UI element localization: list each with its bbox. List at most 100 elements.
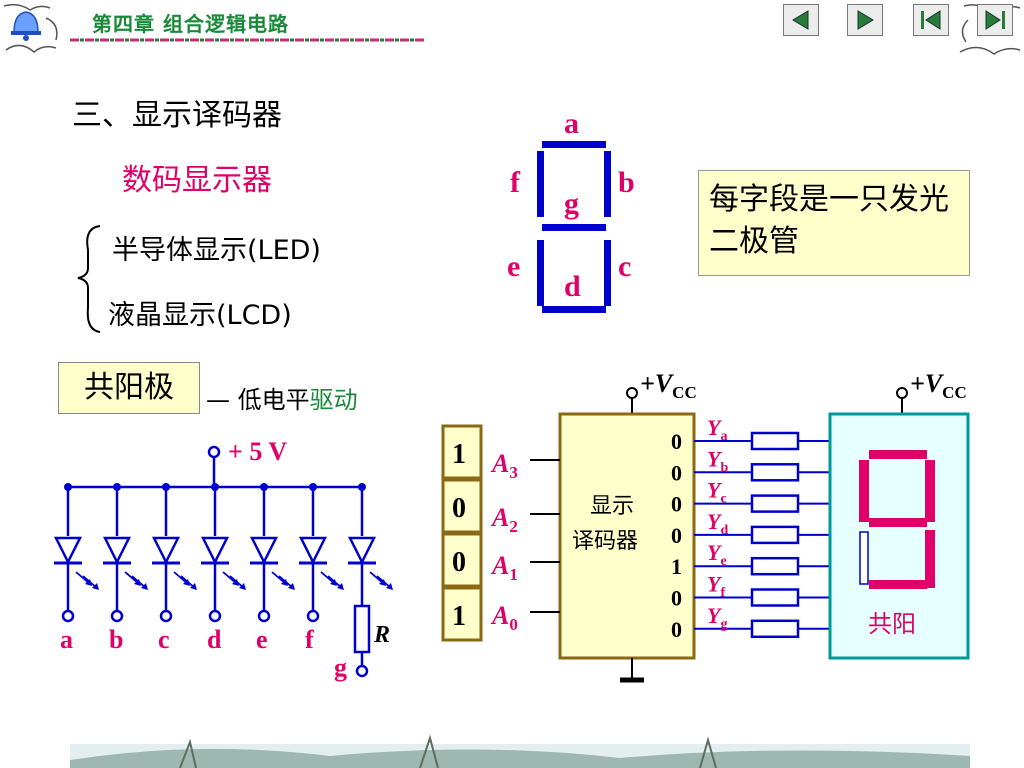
drive-description: — 低电平驱动 — [206, 380, 358, 415]
drive-dash: — — [206, 386, 230, 414]
first-slide-button[interactable] — [913, 4, 949, 36]
drive-word: 驱动 — [309, 386, 358, 414]
resistor-label: R — [373, 622, 390, 648]
common-anode-circuit — [68, 445, 362, 489]
led-diode: b — [102, 483, 148, 654]
display-seg-b — [925, 460, 935, 522]
decoder-output: 0 Yb — [671, 446, 830, 485]
supply-terminal — [207, 445, 221, 459]
display-common-label: 共阳 — [868, 610, 916, 638]
display-seg-d — [869, 580, 927, 589]
decoder-output-label: Yb — [707, 446, 728, 475]
decoder-input-label: A3 — [490, 449, 518, 482]
decoder-output-label: Yc — [707, 478, 727, 507]
output-resistor — [750, 525, 800, 545]
segment-b — [604, 151, 611, 217]
decoder-output-label: Ya — [707, 415, 727, 444]
decoder-name-line1: 显示 — [590, 494, 634, 519]
output-label: f — [305, 625, 314, 654]
led-columns: a b c d e f — [53, 483, 393, 678]
decoder-output: 0 Yg — [671, 603, 830, 642]
decoder-output-label: Ye — [707, 540, 727, 569]
input-bit-value: 0 — [452, 547, 466, 578]
output-resistor — [750, 588, 800, 607]
output-label: c — [158, 625, 170, 654]
decoder-output: 0 Ya — [671, 415, 830, 454]
display-seg-a — [869, 450, 927, 459]
decoder-input: A3 — [490, 449, 560, 482]
output-label: a — [60, 625, 73, 654]
segment-d — [542, 306, 606, 313]
lcd-type-label: 液晶显示(LCD) — [108, 300, 292, 331]
led-diode: a — [53, 483, 99, 654]
led-diode: c — [151, 483, 197, 654]
supply-label: + 5 V — [228, 437, 287, 466]
decoder-input-label: A2 — [490, 503, 518, 536]
decoder-input: A2 — [490, 503, 560, 536]
next-slide-button[interactable] — [847, 4, 883, 36]
prev-slide-button[interactable] — [783, 4, 819, 36]
output-label: b — [109, 625, 123, 654]
decoder-output-label: Yg — [707, 603, 727, 632]
decoder-output-value: 0 — [671, 492, 682, 517]
decoder-output-value: 0 — [671, 460, 682, 485]
input-bit-box: 0 — [441, 478, 483, 534]
output-label: e — [256, 625, 268, 654]
decoder-vcc-terminal — [626, 387, 638, 399]
decoder-output: 0Yf — [671, 572, 830, 611]
decoder-name-line2: 译码器 — [572, 529, 638, 554]
decoder-input-label: A1 — [490, 551, 518, 584]
decoder-output: 0Yd — [671, 509, 830, 548]
output-terminal — [61, 609, 75, 623]
last-slide-button[interactable] — [977, 4, 1013, 36]
decoder-output-value: 0 — [671, 429, 682, 454]
seg-label-e: e — [507, 250, 520, 283]
decoder-vcc-label: +VCC — [640, 369, 697, 402]
seg-label-b: b — [618, 166, 635, 199]
led-diode — [347, 483, 393, 678]
note-box: 每字段是一只发光二极管 — [698, 170, 970, 276]
input-bit-value: 1 — [452, 439, 466, 470]
output-terminal — [306, 609, 320, 623]
input-bit-box: 1 — [441, 586, 483, 642]
decoder-output-value: 1 — [671, 554, 682, 579]
decoder-output-value: 0 — [671, 617, 682, 642]
input-bit-value: 1 — [452, 601, 466, 632]
display-heading: 数码显示器 — [122, 163, 272, 198]
output-label: d — [207, 625, 222, 654]
segment-g — [542, 224, 606, 231]
decoder-output-value: 0 — [671, 523, 682, 548]
display-device: +VCC 共阳 — [828, 369, 970, 660]
display-vcc-terminal — [896, 387, 908, 399]
display-seg-g — [869, 518, 927, 527]
display-seg-e — [859, 531, 869, 585]
output-resistor — [750, 431, 800, 451]
bottom-decoration — [70, 734, 970, 768]
decoder-box — [558, 412, 696, 660]
ornament-left-icon — [3, 3, 58, 53]
decoder-output: 0 Yc — [671, 478, 830, 517]
decoder-output: 1 Ye — [671, 540, 830, 579]
output-terminal — [208, 609, 222, 623]
type-brace — [77, 225, 101, 333]
seg-label-a: a — [564, 107, 579, 140]
input-bit-box: 1 — [441, 424, 483, 480]
display-seg-c — [925, 530, 935, 588]
segment-f — [537, 151, 544, 217]
output-terminal — [257, 609, 271, 623]
skip-last-icon — [985, 10, 1005, 30]
display-seg-f — [859, 460, 869, 522]
output-resistor — [750, 556, 800, 576]
output-resistor — [750, 619, 800, 639]
seg-label-g: g — [564, 187, 579, 220]
led-diode: e — [249, 483, 295, 654]
input-bit-box: 0 — [441, 532, 483, 588]
led-type-label: 半导体显示(LED) — [112, 235, 321, 266]
segment-e — [537, 240, 544, 306]
display-vcc-label: +VCC — [910, 369, 967, 402]
seg-label-c: c — [618, 250, 631, 283]
drive-low-level: 低电平 — [237, 386, 310, 414]
resistor — [353, 604, 371, 654]
